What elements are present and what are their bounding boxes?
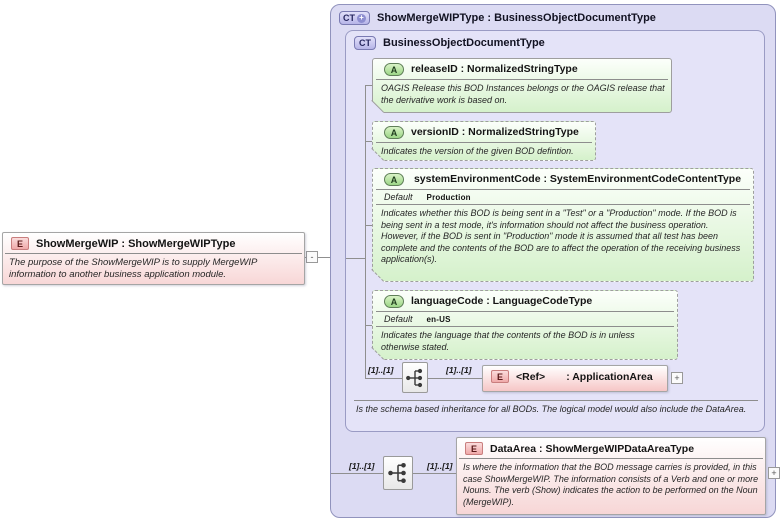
connector-line xyxy=(365,325,372,326)
root-element-box[interactable]: E ShowMergeWIP : ShowMergeWIPType The pu… xyxy=(2,232,305,285)
connector-line xyxy=(365,85,366,378)
attribute-name: languageCode : LanguageCodeType xyxy=(411,295,593,307)
corner-notch xyxy=(372,270,384,282)
root-element-title: ShowMergeWIP : ShowMergeWIPType xyxy=(36,237,236,250)
complex-type-header: CT+ ShowMergeWIPType : BusinessObjectDoc… xyxy=(339,11,656,25)
ref-applicationarea-element[interactable]: E <Ref> : ApplicationArea xyxy=(482,365,668,392)
element-icon: E xyxy=(491,370,509,383)
attribute-versionid[interactable]: A versionID : NormalizedStringType Indic… xyxy=(371,121,596,161)
connector-line xyxy=(365,378,402,379)
complex-type-container: CT+ ShowMergeWIPType : BusinessObjectDoc… xyxy=(330,4,780,518)
element-icon: E xyxy=(465,442,483,455)
corner-notch xyxy=(372,348,384,360)
attribute-icon: A xyxy=(384,63,404,76)
attribute-name: systemEnvironmentCode : SystemEnvironmen… xyxy=(413,173,742,185)
default-label: Default xyxy=(384,314,413,325)
cardinality-label: [1]..[1] xyxy=(368,365,394,375)
base-type-annotation: Is the schema based inheritance for all … xyxy=(356,404,747,414)
attribute-systemenvironmentcode[interactable]: A systemEnvironmentCode : SystemEnvironm… xyxy=(371,168,754,282)
root-element-header: E ShowMergeWIP : ShowMergeWIPType xyxy=(5,233,302,254)
attribute-annotation: Indicates the version of the given BOD d… xyxy=(381,146,574,157)
corner-notch xyxy=(372,149,384,161)
ref-type: : ApplicationArea xyxy=(566,370,653,383)
connector-line xyxy=(365,85,372,86)
attribute-name: releaseID : NormalizedStringType xyxy=(411,63,578,75)
corner-notch xyxy=(372,101,384,113)
dataarea-element[interactable]: E DataArea : ShowMergeWIPDataAreaType Is… xyxy=(456,437,766,515)
base-type-header: CT BusinessObjectDocumentType xyxy=(354,36,545,50)
default-value: Production xyxy=(426,192,471,202)
connector-line xyxy=(413,473,456,474)
attribute-icon: A xyxy=(384,173,404,186)
default-value: en-US xyxy=(426,314,451,324)
sequence-icon xyxy=(402,362,428,393)
default-label: Default xyxy=(384,192,413,203)
expand-toggle[interactable]: + xyxy=(768,467,780,479)
complex-type-title: ShowMergeWIPType : BusinessObjectDocumen… xyxy=(377,12,656,24)
attribute-annotation: Indicates the language that the contents… xyxy=(381,330,635,352)
dataarea-annotation: Is where the information that the BOD me… xyxy=(463,462,759,507)
attribute-languagecode[interactable]: A languageCode : LanguageCodeType Defaul… xyxy=(371,290,678,360)
attribute-annotation: OAGIS Release this BOD Instances belongs… xyxy=(381,83,665,105)
cardinality-label: [1]..[1] xyxy=(427,461,453,471)
divider xyxy=(354,400,758,401)
expand-toggle[interactable]: + xyxy=(671,372,683,384)
base-type-title: BusinessObjectDocumentType xyxy=(383,37,545,49)
attribute-icon: A xyxy=(384,295,404,308)
sequence-icon xyxy=(383,456,413,490)
connector-line xyxy=(428,378,482,379)
ref-name: <Ref> xyxy=(516,370,546,383)
collapse-toggle[interactable]: - xyxy=(306,251,318,263)
connector-line xyxy=(346,258,365,259)
cardinality-label: [1]..[1] xyxy=(446,365,472,375)
complex-type-icon: CT xyxy=(354,36,376,50)
cardinality-label: [1]..[1] xyxy=(349,461,375,471)
attribute-releaseid[interactable]: A releaseID : NormalizedStringType OAGIS… xyxy=(371,58,672,113)
attribute-annotation: Indicates whether this BOD is being sent… xyxy=(381,208,741,265)
attribute-name: versionID : NormalizedStringType xyxy=(411,126,579,138)
base-type-container: CT BusinessObjectDocumentType A releaseI… xyxy=(345,30,765,432)
connector-line xyxy=(365,225,372,226)
element-icon: E xyxy=(11,237,29,250)
root-element-annotation: The purpose of the ShowMergeWIP is to su… xyxy=(9,257,257,281)
dataarea-title: DataArea : ShowMergeWIPDataAreaType xyxy=(490,442,695,455)
connector-line xyxy=(365,141,372,142)
complex-type-derived-icon: CT+ xyxy=(339,11,370,25)
connector-line xyxy=(331,473,383,474)
attribute-icon: A xyxy=(384,126,404,139)
plus-icon: + xyxy=(357,13,366,23)
